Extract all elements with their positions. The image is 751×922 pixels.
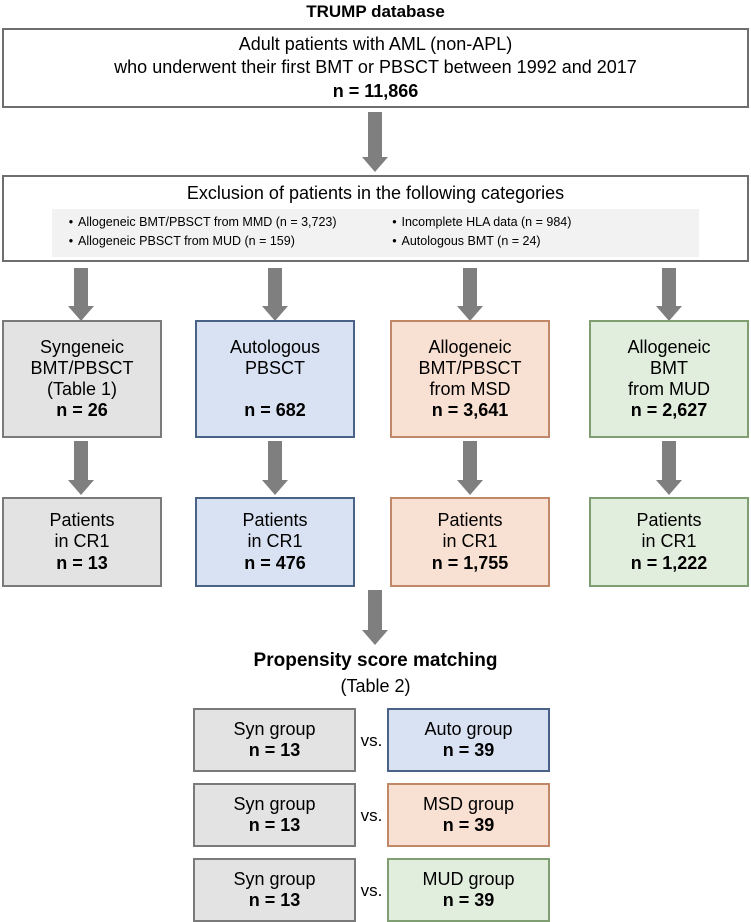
arrow-exclusion-to-group-1 — [68, 268, 94, 321]
cr1-count: n = 1,222 — [630, 552, 708, 573]
bullet-icon: • — [392, 215, 397, 230]
group-line-2: BMT — [650, 357, 688, 378]
group-box-mud: Allogeneic BMT from MUD n = 2,627 — [589, 320, 749, 438]
exclusion-title: Exclusion of patients in the following c… — [186, 183, 565, 203]
cr1-line-2: in CR1 — [641, 531, 697, 552]
cr1-count: n = 13 — [56, 552, 108, 573]
group-line-2: BMT/PBSCT — [30, 357, 134, 378]
cr1-line-1: Patients — [49, 510, 115, 531]
arrow-cohort-to-exclusion — [362, 112, 388, 172]
group-box-msd: Allogeneic BMT/PBSCT from MSD n = 3,641 — [390, 320, 550, 438]
cr1-line-2: in CR1 — [442, 531, 498, 552]
exclusion-column-left: • Allogeneic BMT/PBSCT from MMD (n = 3,7… — [52, 213, 376, 251]
arrow-group-2-to-cr1 — [262, 441, 288, 495]
group-count: n = 26 — [56, 400, 108, 421]
group-line-3: (Table 1) — [46, 379, 118, 399]
cr1-count: n = 476 — [244, 552, 306, 573]
matching-right-label: Auto group — [424, 718, 513, 739]
matching-right-count: n = 39 — [442, 890, 495, 910]
cr1-line-2: in CR1 — [54, 531, 110, 552]
matching-right-count: n = 39 — [442, 815, 495, 835]
group-count: n = 682 — [244, 400, 306, 421]
matching-right-label: MSD group — [422, 793, 515, 814]
exclusion-item-label: Autologous BMT (n = 24) — [401, 234, 541, 249]
cr1-line-1: Patients — [242, 510, 308, 531]
page-title: TRUMP database — [306, 2, 445, 21]
cohort-line-1: Adult patients with AML (non-APL) — [238, 34, 513, 55]
group-line-1: Autologous — [229, 336, 321, 357]
matching-left-count: n = 13 — [248, 740, 301, 760]
arrow-cr1-to-matching — [362, 590, 388, 645]
matching-row-2-vs-label: vs. — [360, 806, 383, 825]
cohort-box: Adult patients with AML (non-APL) who un… — [2, 28, 749, 108]
exclusion-item-label: Allogeneic BMT/PBSCT from MMD (n = 3,723… — [78, 215, 337, 230]
matching-left-count: n = 13 — [248, 890, 301, 910]
cr1-line-2: in CR1 — [247, 531, 303, 552]
group-box-syngeneic: Syngeneic BMT/PBSCT (Table 1) n = 26 — [2, 320, 162, 438]
group-count: n = 2,627 — [630, 400, 708, 421]
matching-row-1-right-box: Auto group n = 39 — [387, 708, 550, 772]
cohort-count: n = 11,866 — [332, 80, 419, 101]
matching-subtitle: (Table 2) — [340, 676, 411, 696]
matching-right-label: MUD group — [422, 868, 515, 889]
matching-left-label: Syn group — [233, 868, 316, 889]
exclusion-list: • Allogeneic BMT/PBSCT from MMD (n = 3,7… — [52, 209, 700, 258]
cr1-box-msd: Patients in CR1 n = 1,755 — [390, 497, 550, 587]
cohort-line-2: who underwent their first BMT or PBSCT b… — [114, 57, 637, 78]
matching-right-count: n = 39 — [442, 740, 495, 760]
matching-row-3-left-box: Syn group n = 13 — [193, 858, 356, 922]
cr1-box-autologous: Patients in CR1 n = 476 — [195, 497, 355, 587]
arrow-group-4-to-cr1 — [656, 441, 682, 495]
group-line-2: BMT/PBSCT — [418, 357, 522, 378]
matching-row-3-right-box: MUD group n = 39 — [387, 858, 550, 922]
matching-left-label: Syn group — [233, 718, 316, 739]
exclusion-item: • Allogeneic PBSCT from MUD (n = 159) — [52, 232, 376, 251]
group-line-1: Syngeneic — [39, 336, 125, 357]
matching-left-count: n = 13 — [248, 815, 301, 835]
exclusion-box: Exclusion of patients in the following c… — [2, 175, 749, 262]
matching-row-2-right-box: MSD group n = 39 — [387, 783, 550, 847]
matching-left-label: Syn group — [233, 793, 316, 814]
arrow-exclusion-to-group-3 — [457, 268, 483, 321]
arrow-group-1-to-cr1 — [68, 441, 94, 495]
exclusion-item: • Autologous BMT (n = 24) — [376, 232, 700, 251]
arrow-exclusion-to-group-2 — [262, 268, 288, 321]
matching-row-1-left-box: Syn group n = 13 — [193, 708, 356, 772]
group-box-autologous: Autologous PBSCT n = 682 — [195, 320, 355, 438]
bullet-icon: • — [68, 215, 74, 230]
group-line-1: Allogeneic — [627, 336, 711, 357]
matching-row-3-vs-label: vs. — [360, 881, 383, 900]
exclusion-column-right: • Incomplete HLA data (n = 984) • Autolo… — [376, 213, 700, 251]
bullet-icon: • — [392, 234, 397, 249]
cr1-line-1: Patients — [437, 510, 503, 531]
cr1-box-mud: Patients in CR1 n = 1,222 — [589, 497, 749, 587]
group-line-3: from MSD — [429, 379, 511, 399]
exclusion-item: • Allogeneic BMT/PBSCT from MMD (n = 3,7… — [52, 213, 376, 232]
cr1-line-1: Patients — [636, 510, 702, 531]
group-count: n = 3,641 — [431, 400, 509, 421]
cr1-box-syngeneic: Patients in CR1 n = 13 — [2, 497, 162, 587]
cr1-count: n = 1,755 — [431, 552, 509, 573]
exclusion-item-label: Incomplete HLA data (n = 984) — [401, 215, 572, 230]
group-line-2: PBSCT — [244, 357, 305, 378]
exclusion-item-label: Allogeneic PBSCT from MUD (n = 159) — [78, 234, 295, 249]
group-line-1: Allogeneic — [428, 336, 512, 357]
matching-row-2-left-box: Syn group n = 13 — [193, 783, 356, 847]
matching-row-1-vs-label: vs. — [360, 731, 383, 750]
matching-title: Propensity score matching — [253, 650, 498, 671]
exclusion-item: • Incomplete HLA data (n = 984) — [376, 213, 700, 232]
group-line-3: from MUD — [628, 379, 710, 399]
arrow-exclusion-to-group-4 — [656, 268, 682, 321]
bullet-icon: • — [68, 234, 74, 249]
arrow-group-3-to-cr1 — [457, 441, 483, 495]
